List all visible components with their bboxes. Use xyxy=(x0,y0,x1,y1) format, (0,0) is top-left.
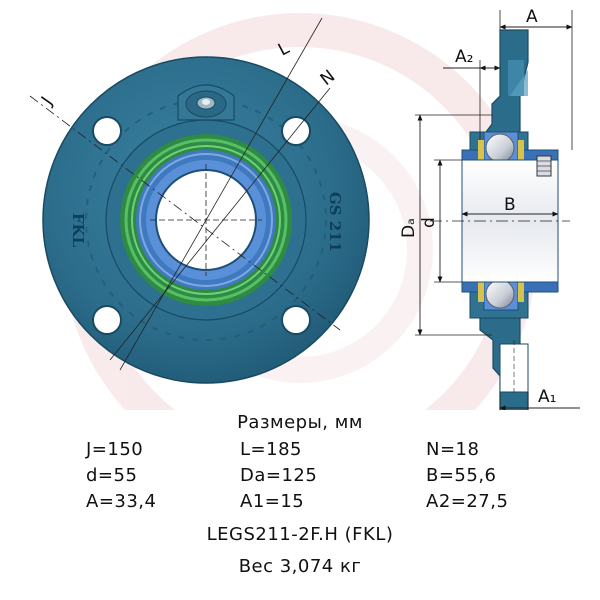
spec-L: L=185 xyxy=(240,439,302,460)
spec-d: d=55 xyxy=(86,465,138,486)
label-A1: A₁ xyxy=(538,387,556,407)
bearing-drawing: FKL GS 211 J L N xyxy=(29,7,580,410)
label-B: B xyxy=(504,195,516,215)
spec-A1: A1=15 xyxy=(240,491,305,512)
spec-N: N=18 xyxy=(426,439,480,460)
front-view: FKL GS 211 J L N xyxy=(29,17,370,384)
mounting-hole-bottom-left xyxy=(92,305,122,335)
label-Da: Dₐ xyxy=(399,218,419,238)
mounting-hole-top-right xyxy=(281,116,311,146)
side-view: A A₂ Dₐ d B A₁ xyxy=(399,7,580,410)
label-N: N xyxy=(317,66,339,90)
label-d: d xyxy=(419,217,439,228)
label-A2: A₂ xyxy=(455,47,473,67)
grease-nipple xyxy=(177,84,235,121)
spec-B: B=55,6 xyxy=(426,465,497,486)
spec-A: A=33,4 xyxy=(86,491,157,512)
specs-title: Размеры, мм xyxy=(237,412,363,433)
brand-stamp: FKL xyxy=(69,213,87,248)
label-J: J xyxy=(37,93,57,109)
spec-Da: Da=125 xyxy=(240,465,318,486)
label-A: A xyxy=(526,7,538,27)
model-name: LEGS211-2F.H (FKL) xyxy=(206,524,394,545)
mounting-hole-top-left xyxy=(92,116,122,146)
bearing-balls xyxy=(478,131,524,311)
weight: Вес 3,074 кг xyxy=(238,556,362,577)
spec-A2: A2=27,5 xyxy=(426,491,509,512)
mounting-hole-bottom-right xyxy=(281,305,311,335)
specs-table: J=150 L=185 N=18 d=55 Da=125 B=55,6 A=33… xyxy=(86,438,526,514)
model-stamp: GS 211 xyxy=(326,192,344,252)
spec-J: J=150 xyxy=(86,439,144,460)
mounting-holes xyxy=(92,116,311,335)
